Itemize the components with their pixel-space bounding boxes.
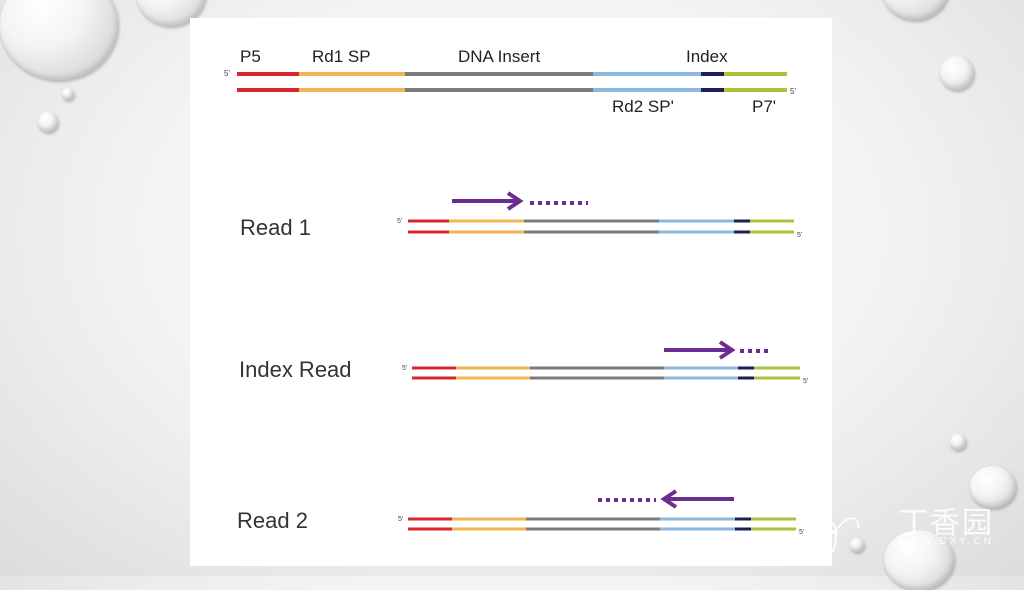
water-droplet-decoration xyxy=(940,56,974,90)
read-arrow-head xyxy=(718,340,736,360)
five-prime-bottom: 5' xyxy=(797,232,802,239)
water-droplet-decoration xyxy=(950,434,966,450)
butterfly-logo-icon xyxy=(810,513,860,556)
five-prime-bottom: 5' xyxy=(799,529,804,536)
five-prime-top: 5' xyxy=(224,69,230,78)
read-label: Read 2 xyxy=(237,508,308,533)
water-droplet-decoration xyxy=(850,538,864,552)
water-droplet-decoration xyxy=(880,0,950,20)
label-index: Index xyxy=(686,47,728,66)
read-1-panel: Read 1 5' 5' xyxy=(240,191,802,240)
water-droplet-decoration xyxy=(0,0,118,80)
five-prime-top: 5' xyxy=(398,516,403,523)
diagram-panel: P5 Rd1 SP DNA Insert Index 5' 5' Rd2 SP'… xyxy=(190,18,832,566)
water-droplet-decoration xyxy=(38,112,58,132)
dxy-watermark: 丁香园 WWW.DXY.CN xyxy=(804,498,994,558)
label-rd2-sp: Rd2 SP' xyxy=(612,97,674,116)
water-droplet-decoration xyxy=(62,88,74,100)
five-prime-top: 5' xyxy=(397,218,402,225)
watermark-url: WWW.DXY.CN xyxy=(896,536,994,547)
label-p7: P7' xyxy=(752,97,776,116)
read-arrow-head xyxy=(506,191,524,211)
sequencing-diagram: P5 Rd1 SP DNA Insert Index 5' 5' Rd2 SP'… xyxy=(224,47,808,536)
read-label: Read 1 xyxy=(240,215,311,240)
label-rd1-sp: Rd1 SP xyxy=(312,47,371,66)
read-label: Index Read xyxy=(239,357,352,382)
five-prime-top: 5' xyxy=(402,365,407,372)
label-p5: P5 xyxy=(240,47,261,66)
five-prime-bottom: 5' xyxy=(803,378,808,385)
read-2-panel: Read 2 5' 5' xyxy=(237,489,804,536)
five-prime-bottom: 5' xyxy=(790,87,796,96)
water-droplet-decoration xyxy=(970,466,1016,508)
watermark-name: 丁香园 xyxy=(898,506,994,541)
index-read-panel: Index Read 5' 5' xyxy=(239,340,808,385)
label-dna-insert: DNA Insert xyxy=(458,47,540,66)
read-arrow-head xyxy=(660,489,678,509)
top-construct: P5 Rd1 SP DNA Insert Index 5' 5' Rd2 SP'… xyxy=(224,47,796,116)
